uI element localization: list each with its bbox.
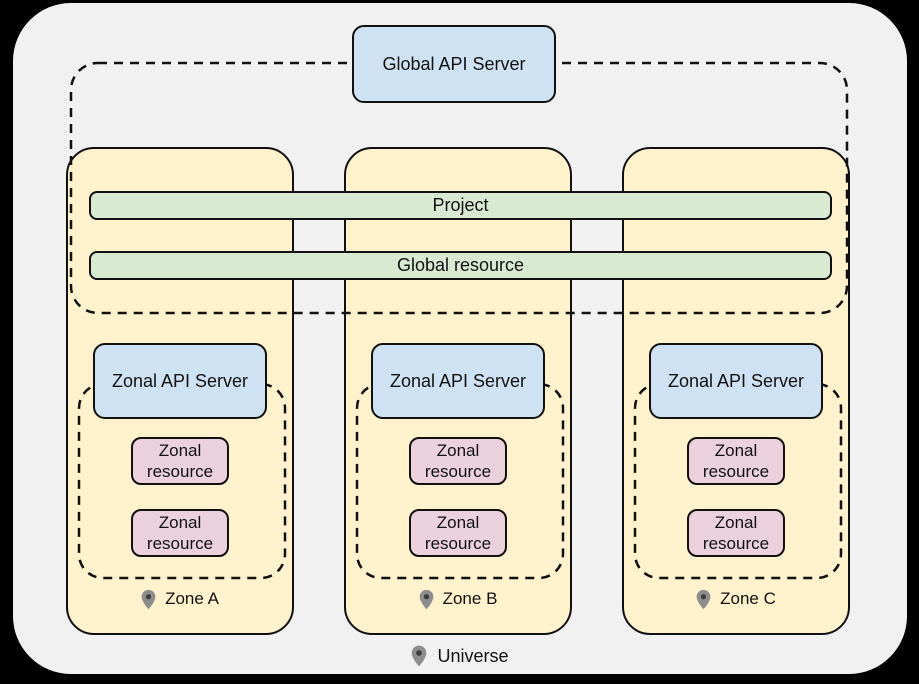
zone-label-row: Zone C [624,586,848,612]
zonal-resource-node: Zonal resource [687,509,785,557]
zonal-api-server-label: Zonal API Server [111,370,249,391]
zonal-resource-node: Zonal resource [687,437,785,485]
zonal-api-server-label: Zonal API Server [389,370,527,391]
global-resource-bar-label: Global resource [396,255,525,275]
project-bar: Project [89,191,832,220]
zonal-resource-label: Zonal resource [424,513,492,553]
zonal-api-server-node: Zonal API Server [371,343,545,419]
zone-a-container: Zonal API Server Zonal resource Zonal re… [66,147,294,635]
zone-c-container: Zonal API Server Zonal resource Zonal re… [622,147,850,635]
zone-label-row: Zone A [68,586,292,612]
zonal-scope-dashed-boundary [77,382,287,580]
project-bar-label: Project [432,195,489,215]
location-pin-icon [412,645,427,667]
universe-label-row: Universe [13,643,907,669]
universe-label: Universe [437,645,509,666]
zonal-api-server-node: Zonal API Server [93,343,267,419]
location-pin-icon [696,589,711,609]
zonal-resource-label: Zonal resource [146,513,214,553]
zonal-scope-dashed-boundary [633,382,843,580]
zonal-api-server-node: Zonal API Server [649,343,823,419]
location-pin-icon [141,589,156,609]
zone-label: Zone C [720,589,776,608]
zonal-scope-dashed-boundary [355,382,565,580]
zonal-resource-node: Zonal resource [131,509,229,557]
zonal-resource-node: Zonal resource [131,437,229,485]
zone-label-row: Zone B [346,586,570,612]
global-api-server-label: Global API Server [382,53,526,74]
zonal-resource-node: Zonal resource [409,509,507,557]
zonal-resource-label: Zonal resource [702,513,770,553]
location-pin-icon [419,589,433,609]
zone-label: Zone B [442,589,498,608]
zone-b-container: Zonal API Server Zonal resource Zonal re… [344,147,572,635]
zonal-api-server-label: Zonal API Server [667,370,805,391]
global-api-server-node: Global API Server [352,25,556,103]
zonal-resource-label: Zonal resource [424,441,492,481]
zonal-resource-node: Zonal resource [409,437,507,485]
zonal-resource-label: Zonal resource [146,441,214,481]
zonal-resource-label: Zonal resource [702,441,770,481]
zone-label: Zone A [165,589,219,608]
global-resource-bar: Global resource [89,251,832,280]
